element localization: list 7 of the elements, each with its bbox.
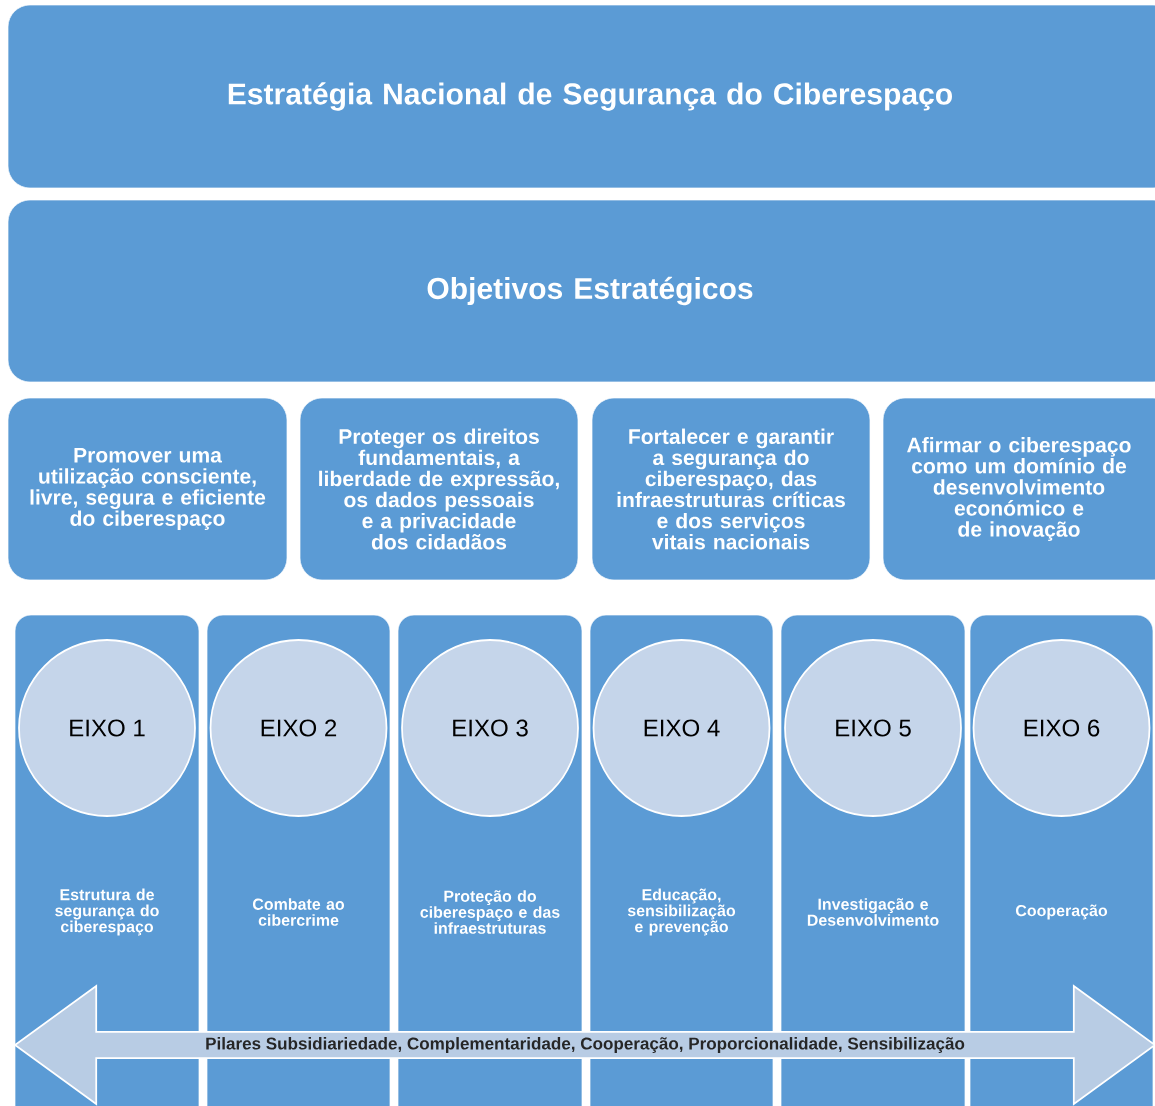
heading-box: Objetivos Estratégicos — [7, 199, 1155, 383]
double-arrow-band: Pilares Subsidiariedade, Complementaridade, Cooperação, Proporcionalidade, Sensibilização — [13, 984, 1155, 1106]
title-box: Estratégia Nacional de Segurança do Ciberespaço — [7, 4, 1155, 189]
objective-box: Proteger os direitos fundamentais, a liberdade de expressão, os dados pessoais e a privacidade dos cidadãos — [299, 397, 579, 581]
objective-box: Afirmar o ciberespaço como um domínio de desenvolvimento económico e de inovação — [882, 397, 1155, 581]
objective-box: Fortalecer e garantir a segurança do ciberespaço, das infraestruturas críticas e dos serviços vitais nacionais — [591, 397, 871, 581]
objective-box: Promover uma utilização consciente, livre, segura e eficiente do ciberespaço — [7, 397, 288, 581]
